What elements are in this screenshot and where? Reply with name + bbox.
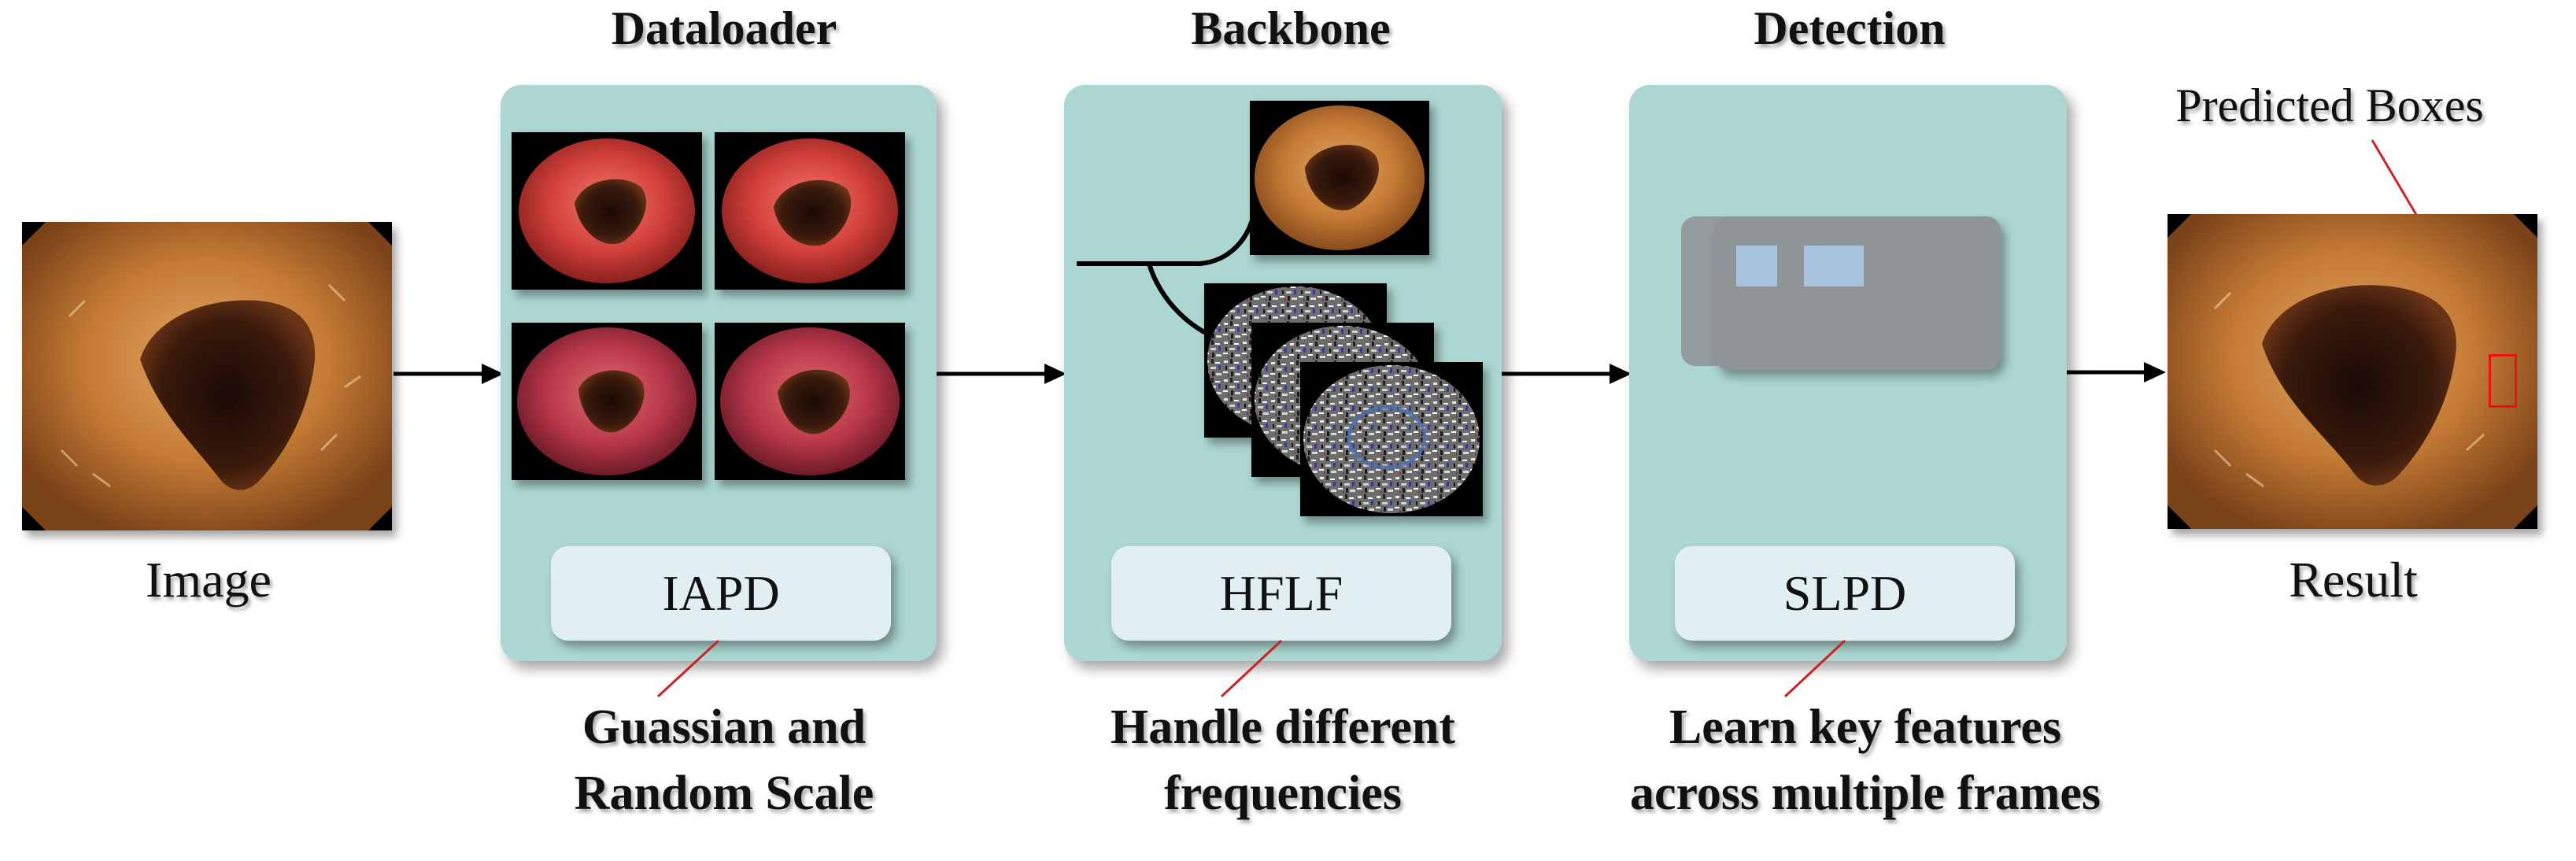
caption-line: Random Scale <box>574 767 874 820</box>
feature-patch <box>1804 246 1864 286</box>
slpd-module: SLPD <box>1675 546 2015 641</box>
caption-line: Handle different <box>1111 700 1455 754</box>
low-frequency-image <box>1250 101 1429 255</box>
arrow-right-icon <box>2064 362 2166 382</box>
arrow-right-icon <box>394 364 504 384</box>
iapd-module: IAPD <box>551 546 891 641</box>
backbone-title: Backbone <box>1191 2 1391 54</box>
arrow-right-icon <box>1502 364 1632 384</box>
predicted-bounding-box <box>2489 354 2517 408</box>
caption-line: Learn key features <box>1669 700 2062 754</box>
augmented-image <box>512 323 702 480</box>
caption-line: across multiple frames <box>1629 767 2101 820</box>
arrow-right-icon <box>937 364 1066 384</box>
detection-title: Detection <box>1754 2 1946 54</box>
hflf-module: HFLF <box>1111 546 1451 641</box>
dataloader-title: Dataloader <box>611 2 837 54</box>
augmented-image <box>715 132 905 290</box>
high-frequency-image <box>1300 362 1483 516</box>
caption-line: Guassian and <box>582 700 867 754</box>
feature-patch <box>1736 246 1777 286</box>
input-endoscopy-image <box>22 222 392 530</box>
caption-line: frequencies <box>1164 767 1402 820</box>
result-label: Result <box>2289 552 2418 608</box>
predicted-boxes-label: Predicted Boxes <box>2175 79 2484 131</box>
augmented-image <box>512 132 702 290</box>
detection-caption: Learn key features across multiple frame… <box>1566 694 2164 826</box>
result-endoscopy-image <box>2168 214 2537 529</box>
feature-map-front <box>1714 216 2001 370</box>
augmented-image <box>715 323 905 480</box>
backbone-caption: Handle different frequencies <box>1031 694 1535 826</box>
input-label: Image <box>146 552 272 608</box>
dataloader-caption: Guassian and Random Scale <box>480 694 968 826</box>
